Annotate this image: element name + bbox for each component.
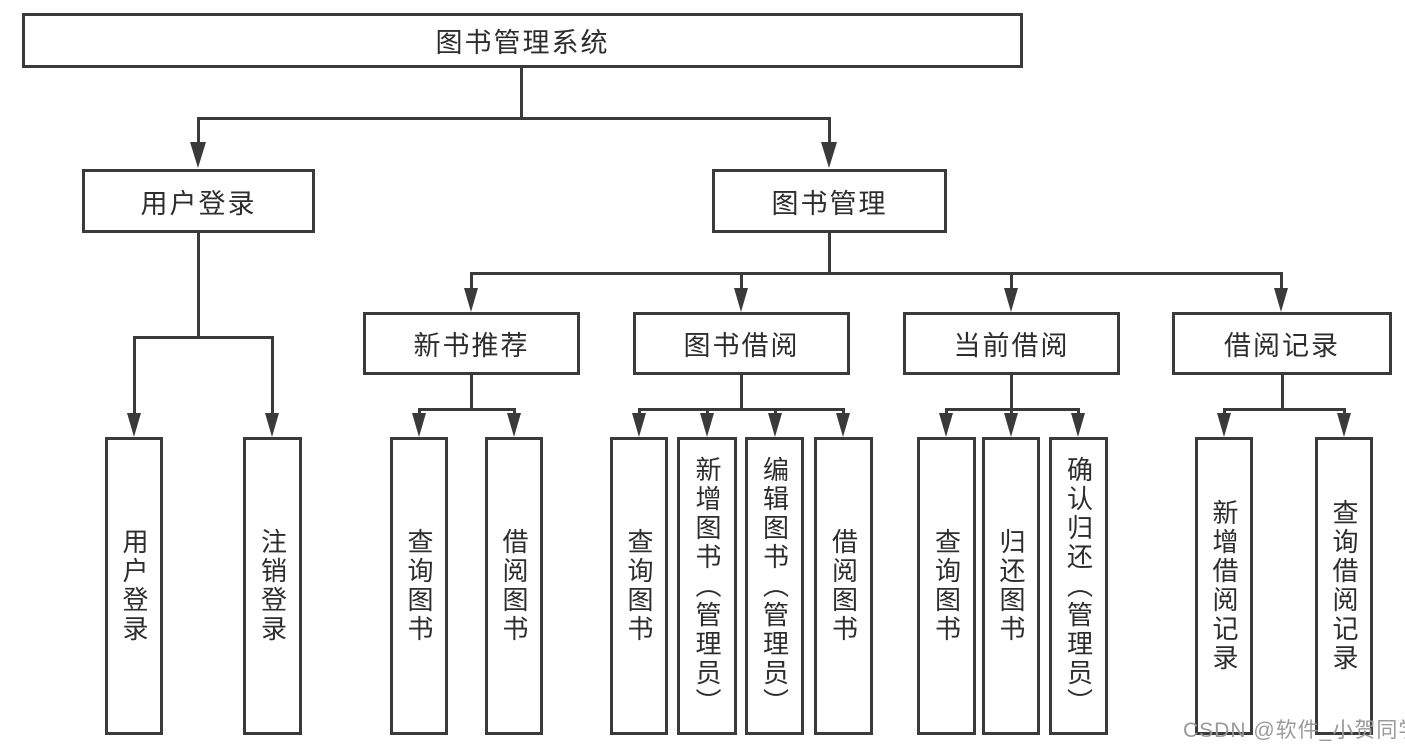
leaf-newbook-query: 查询图书 [390, 437, 448, 735]
leaf-current-query: 查询图书 [917, 437, 976, 735]
connector-hline [470, 272, 1283, 275]
arrow-down-icon [1071, 413, 1085, 437]
arrow-down-icon [190, 142, 206, 168]
connector-hline [638, 408, 845, 411]
node-root: 图书管理系统 [22, 13, 1023, 68]
connector-hline [133, 336, 274, 339]
node-current-borrow: 当前借阅 [903, 312, 1120, 375]
arrow-down-icon [632, 413, 646, 437]
leaf-current-confirm-admin: 确认归还（管理员） [1049, 437, 1108, 735]
node-new-book-recommend: 新书推荐 [363, 312, 580, 375]
connector-hline [1223, 408, 1346, 411]
csdn-watermark: CSDN @软件_小贺同学 [1183, 719, 1405, 742]
connector-vline [1010, 375, 1013, 408]
leaf-borrow-add-admin: 新增图书（管理员） [677, 437, 737, 735]
connector-vline [520, 67, 523, 117]
arrow-down-icon [127, 413, 141, 437]
connector-vline [470, 375, 473, 408]
leaf-record-query: 查询借阅记录 [1315, 437, 1373, 735]
arrow-down-icon [734, 288, 748, 312]
node-user-login: 用户登录 [82, 169, 315, 233]
node-book-borrow: 图书借阅 [633, 312, 850, 375]
connector-vline [133, 336, 136, 415]
arrow-down-icon [265, 413, 279, 437]
connector-vline [740, 272, 743, 290]
connector-vline [470, 272, 473, 290]
connector-vline [197, 117, 200, 144]
node-book-management: 图书管理 [712, 169, 947, 233]
connector-vline [1280, 272, 1283, 290]
connector-vline [1010, 272, 1013, 290]
arrow-down-icon [700, 413, 714, 437]
leaf-borrow-borrow: 借阅图书 [814, 437, 873, 735]
leaf-record-add: 新增借阅记录 [1195, 437, 1253, 735]
connector-vline [1281, 375, 1284, 408]
leaf-current-return: 归还图书 [982, 437, 1040, 735]
connector-vline [740, 375, 743, 408]
arrow-down-icon [507, 413, 521, 437]
arrow-down-icon [1004, 288, 1018, 312]
connector-vline [828, 233, 831, 272]
leaf-borrow-query: 查询图书 [610, 437, 668, 735]
node-borrow-record: 借阅记录 [1172, 312, 1392, 375]
arrow-down-icon [768, 413, 782, 437]
arrow-down-icon [836, 413, 850, 437]
connector-vline [197, 233, 200, 336]
arrow-down-icon [821, 142, 837, 168]
leaf-user-login: 用户登录 [105, 437, 163, 735]
arrow-down-icon [1004, 413, 1018, 437]
connector-hline [418, 408, 516, 411]
arrow-down-icon [464, 288, 478, 312]
arrow-down-icon [939, 413, 953, 437]
connector-hline [197, 117, 831, 120]
leaf-newbook-borrow: 借阅图书 [485, 437, 543, 735]
leaf-logout: 注销登录 [243, 437, 302, 735]
arrow-down-icon [412, 413, 426, 437]
connector-vline [271, 336, 274, 415]
arrow-down-icon [1274, 288, 1288, 312]
leaf-borrow-edit-admin: 编辑图书（管理员） [745, 437, 804, 735]
connector-vline [828, 117, 831, 144]
arrow-down-icon [1217, 413, 1231, 437]
arrow-down-icon [1337, 413, 1351, 437]
